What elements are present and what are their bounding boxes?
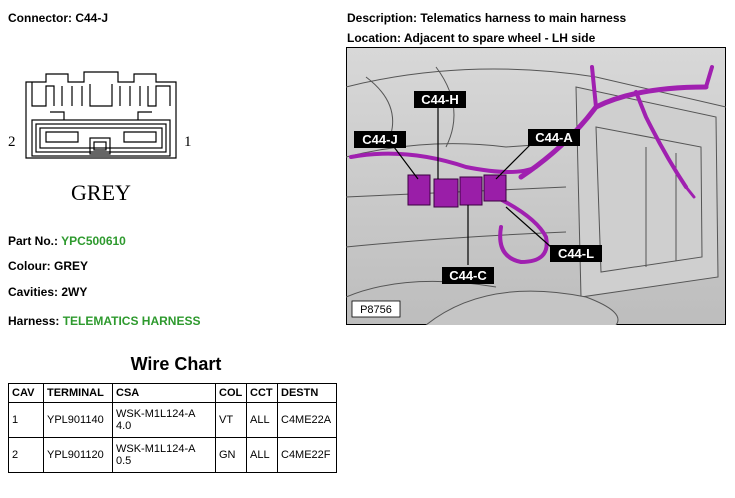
connector-color-name: GREY xyxy=(71,180,131,205)
header-cct: CCT xyxy=(246,383,278,403)
table-header-row: CAV TERMINAL CSA COL CCT DESTN xyxy=(8,383,337,403)
callout-c44-l: C44-L xyxy=(558,246,594,261)
cell-cav: 1 xyxy=(8,402,44,438)
harness: Harness: TELEMATICS HARNESS xyxy=(8,314,201,328)
part-number-value: YPC500610 xyxy=(61,234,126,248)
description: Description: Telematics harness to main … xyxy=(347,11,627,25)
callout-c44-h: C44-H xyxy=(421,92,459,107)
cell-cct: ALL xyxy=(246,437,278,473)
harness-value: TELEMATICS HARNESS xyxy=(62,314,201,328)
header-csa: CSA xyxy=(112,383,216,403)
pin-label-1: 1 xyxy=(184,134,192,150)
pin-label-2: 2 xyxy=(8,134,16,150)
cell-cct: ALL xyxy=(246,402,278,438)
location: Location: Adjacent to spare wheel - LH s… xyxy=(347,31,596,45)
part-number: Part No.: YPC500610 xyxy=(8,234,126,248)
connector-title: Connector: C44-J xyxy=(8,11,109,25)
callout-c44-a: C44-A xyxy=(535,130,573,145)
wire-chart-title: Wire Chart xyxy=(130,354,222,374)
header-col: COL xyxy=(215,383,247,403)
cell-terminal: YPL901140 xyxy=(43,402,113,438)
callout-c44-c: C44-C xyxy=(449,268,487,283)
cell-destn: C4ME22A xyxy=(277,402,337,438)
header-destn: DESTN xyxy=(277,383,337,403)
cell-col: VT xyxy=(215,402,247,438)
cavities: Cavities: 2WY xyxy=(8,285,88,299)
wire-chart-table: CAV TERMINAL CSA COL CCT DESTN 1 YPL9011… xyxy=(8,383,337,473)
connector-face-diagram: 2 1 GREY xyxy=(8,71,192,205)
header-terminal: TERMINAL xyxy=(43,383,113,403)
cell-terminal: YPL901120 xyxy=(43,437,113,473)
cell-cav: 2 xyxy=(8,437,44,473)
cell-destn: C4ME22F xyxy=(277,437,337,473)
cell-col: GN xyxy=(215,437,247,473)
illustration-ref: P8756 xyxy=(360,304,392,316)
location-illustration: C44-H C44-J C44-A C44-L C44-C P8756 xyxy=(346,47,726,325)
colour: Colour: GREY xyxy=(8,259,88,273)
header-cav: CAV xyxy=(8,383,44,403)
callout-c44-j: C44-J xyxy=(362,132,397,147)
